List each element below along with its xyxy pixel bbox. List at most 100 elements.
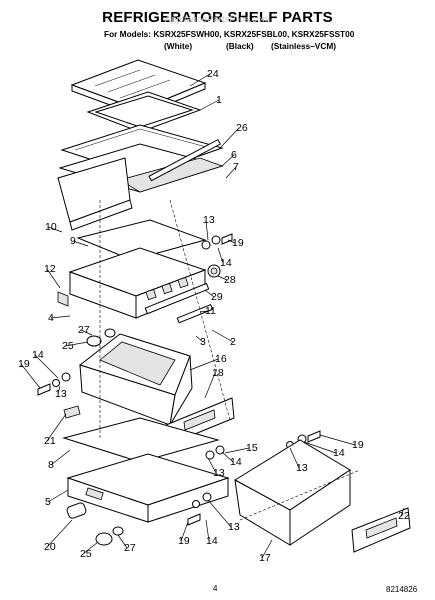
- part-drawer-front-22: [351, 507, 411, 553]
- leader-line: [50, 449, 71, 466]
- part-callout-5: 5: [45, 496, 51, 508]
- page-title: REFRIGERATOR SHELF PARTS: [102, 9, 333, 26]
- part-callout-4: 4: [48, 312, 54, 324]
- leader-line: [189, 73, 211, 87]
- part-screw-19: [221, 233, 233, 245]
- leader-line: [180, 521, 189, 542]
- part-rail-2: [176, 304, 214, 324]
- part-callout-14: 14: [333, 447, 345, 459]
- part-callout-12: 12: [44, 263, 56, 275]
- leader-line: [20, 363, 41, 389]
- part-callout-13: 13: [213, 467, 225, 479]
- leader-line: [82, 541, 99, 555]
- part-nut-14: [211, 235, 221, 245]
- models-line: For Models: KSRX25FSWH00, KSRX25FSBL00, …: [104, 29, 355, 39]
- leader-line: [189, 358, 219, 371]
- leader-line: [117, 534, 128, 549]
- part-callout-6: 6: [231, 149, 237, 161]
- part-callout-19: 19: [232, 237, 244, 249]
- watermark: AppliancePartsPros.com: [164, 14, 271, 24]
- part-callout-27: 27: [124, 542, 136, 554]
- part-callout-14: 14: [206, 535, 218, 547]
- part-callout-14: 14: [230, 456, 242, 468]
- part-bracket-12: [57, 291, 69, 307]
- part-callout-28: 28: [224, 274, 236, 286]
- leader-line: [221, 451, 234, 463]
- leader-line: [80, 329, 93, 336]
- leader-line: [400, 507, 405, 517]
- variant-stainless: (Stainless–VCM): [271, 41, 337, 51]
- part-callout-1: 1: [216, 94, 222, 106]
- part-glass-shelf-8: [62, 417, 220, 463]
- leader-line: [47, 226, 63, 233]
- part-callout-26: 26: [236, 122, 248, 134]
- leader-line: [199, 310, 209, 313]
- part-axle-lower: [112, 526, 124, 536]
- part-callout-13: 13: [228, 521, 240, 533]
- part-washer-lower: [205, 450, 215, 460]
- leader-line: [303, 441, 337, 454]
- part-callout-14: 14: [220, 257, 232, 269]
- part-callout-25: 25: [62, 340, 74, 352]
- variant-black: (Black): [226, 41, 254, 51]
- part-callout-8: 8: [48, 459, 54, 471]
- part-washer-13: [201, 240, 211, 250]
- leader-line: [205, 219, 209, 241]
- part-rail-3: [144, 282, 210, 315]
- part-callout-19: 19: [18, 358, 30, 370]
- leader-line: [57, 385, 61, 395]
- leader-line: [221, 154, 235, 167]
- part-drawer-16: [78, 333, 193, 426]
- part-callout-13: 13: [203, 214, 215, 226]
- part-crisper-pan: [57, 157, 133, 231]
- leader-line: [72, 240, 89, 247]
- part-callout-11: 11: [205, 305, 216, 317]
- leader-line: [211, 329, 234, 343]
- part-callout-18: 18: [212, 367, 224, 379]
- leader-line: [289, 447, 300, 469]
- leader-line: [46, 268, 61, 289]
- leader-line: [224, 447, 250, 454]
- leader-line: [217, 275, 228, 281]
- part-callout-29: 29: [211, 291, 223, 303]
- leader-line: [219, 127, 240, 149]
- leader-line: [261, 539, 273, 559]
- part-shelf-assembly: [68, 247, 207, 319]
- leader-line: [225, 166, 237, 179]
- part-callout-7: 7: [233, 161, 239, 173]
- part-nut-left: [61, 372, 71, 382]
- leader-line: [34, 354, 59, 379]
- part-washer-left: [52, 379, 60, 387]
- part-callout-9: 9: [70, 235, 76, 247]
- document-number: 8214826: [386, 585, 418, 594]
- part-callout-10: 10: [45, 221, 57, 233]
- part-callout-20: 20: [44, 541, 56, 553]
- leader-line: [47, 489, 69, 503]
- leader-lines: [20, 73, 405, 559]
- part-callout-13: 13: [55, 388, 67, 400]
- leader-line: [207, 499, 232, 528]
- part-callout-15: 15: [246, 442, 258, 454]
- page-number: 4: [213, 584, 218, 593]
- leader-line: [46, 519, 73, 548]
- part-axle-27: [104, 328, 116, 338]
- leader-line: [64, 341, 89, 347]
- part-callout-19: 19: [352, 439, 364, 451]
- part-callout-2: 2: [230, 336, 236, 348]
- part-callout-19: 19: [178, 535, 190, 547]
- leader-line: [195, 335, 204, 343]
- part-wheel-25: [86, 335, 102, 347]
- leader-line: [204, 289, 215, 298]
- leader-line: [217, 247, 224, 264]
- leader-line: [207, 457, 217, 474]
- leader-line: [204, 372, 216, 399]
- part-callout-17: 17: [259, 552, 271, 564]
- part-callout-3: 3: [200, 336, 206, 348]
- part-callout-14: 14: [32, 349, 44, 361]
- part-callout-27: 27: [78, 324, 90, 336]
- leader-line: [205, 519, 210, 542]
- part-glass-shelf: [76, 219, 207, 261]
- part-callout-25: 25: [80, 548, 92, 560]
